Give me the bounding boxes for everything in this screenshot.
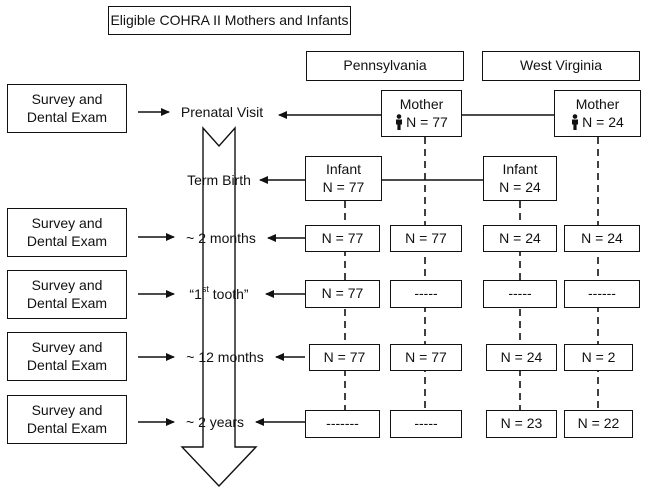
state-header-text: West Virginia: [520, 57, 602, 74]
count-box: N = 77: [390, 225, 462, 252]
dashed-links: [344, 137, 599, 410]
count-box: N = 77: [309, 344, 380, 371]
count-box: -----: [483, 280, 557, 308]
count-box: N = 77: [305, 225, 380, 252]
timepoint-2-months: ~ 2 months: [186, 230, 256, 246]
count-box: N = 77: [305, 280, 380, 308]
timepoint-first-tooth: “1st tooth”: [189, 284, 249, 302]
count-box: ------: [564, 280, 640, 308]
person-icon: [572, 113, 579, 130]
timeline-arrow: [180, 126, 258, 488]
state-header-pennsylvania: Pennsylvania: [306, 51, 464, 81]
timepoint-2-years: ~ 2 years: [186, 414, 244, 430]
mother-box-west-virginia: Mother N = 24: [554, 90, 641, 137]
count-box: N = 24: [483, 225, 557, 252]
state-header-west-virginia: West Virginia: [482, 51, 640, 81]
person-icon: [396, 113, 403, 130]
count-box: -----: [390, 410, 462, 438]
count-box: -------: [305, 410, 380, 438]
count-box: N = 77: [390, 344, 462, 371]
count-box: N = 24: [486, 344, 557, 371]
mother-box-pennsylvania: Mother N = 77: [381, 90, 462, 137]
count-box: -----: [390, 280, 462, 308]
diagram-title-text: Eligible COHRA II Mothers and Infants: [110, 11, 349, 28]
count-box: N = 22: [564, 410, 633, 438]
exam-arrows: [138, 108, 175, 426]
state-header-text: Pennsylvania: [343, 57, 427, 74]
timepoint-prenatal-visit: Prenatal Visit: [180, 104, 264, 120]
solid-links: [382, 114, 554, 181]
timepoint-term-birth: Term Birth: [187, 172, 251, 188]
timepoint-12-months: ~ 12 months: [186, 349, 264, 365]
count-box: N = 2: [564, 344, 633, 371]
count-box: N = 24: [564, 225, 640, 252]
diagram-title: Eligible COHRA II Mothers and Infants: [108, 6, 351, 35]
timepoint-arrows: [255, 111, 381, 426]
count-box: N = 23: [486, 410, 557, 438]
